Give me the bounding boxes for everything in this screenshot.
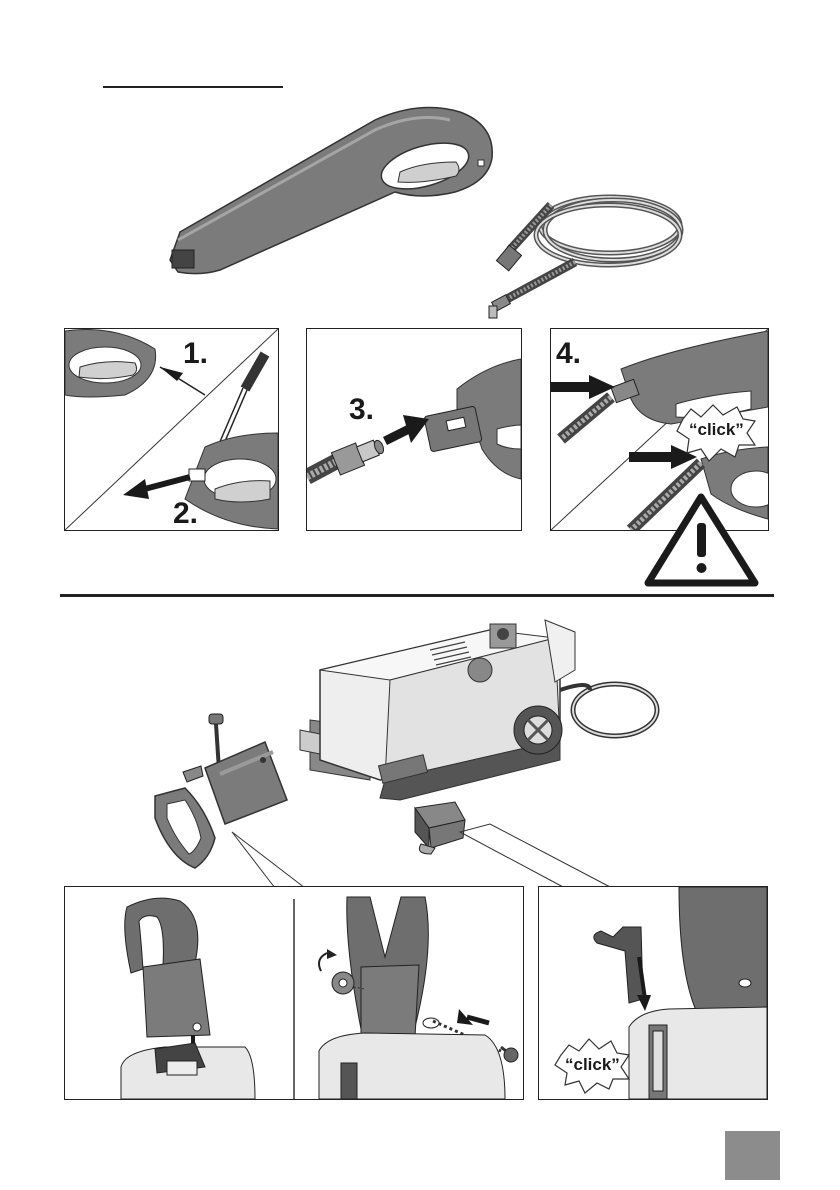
page-number-box: [725, 1131, 780, 1180]
panel-clip-assembly: “click”: [538, 886, 768, 1100]
panel-handle-assembly: [64, 886, 524, 1100]
click-callout-bottom: “click”: [565, 1055, 620, 1074]
